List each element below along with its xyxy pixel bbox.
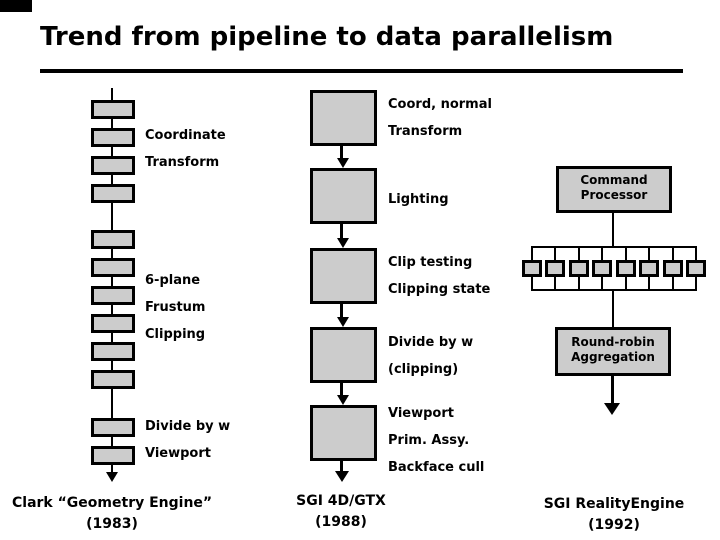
flow-arrowhead-icon	[604, 403, 620, 415]
stage-label: Clip testing	[388, 255, 473, 270]
stage-label: Viewport	[145, 446, 211, 461]
flow-line	[611, 376, 614, 405]
stage-label: Clipping	[145, 327, 206, 342]
stage-label: Backface cull	[388, 460, 485, 475]
fanin-drop	[578, 277, 580, 291]
pipeline-stage-box	[310, 168, 377, 224]
pipeline-stage-box	[310, 90, 377, 146]
pipeline-unit-box	[91, 230, 135, 249]
pipeline-caption: Clark “Geometry Engine” (1983)	[12, 493, 212, 535]
pipeline-unit-box	[91, 370, 135, 389]
flow-arrowhead-icon	[335, 471, 349, 482]
pipeline-unit-box	[91, 184, 135, 203]
fanin-drop	[531, 277, 533, 291]
pipeline-unit-box	[91, 100, 135, 119]
fanout-drop	[695, 246, 697, 261]
corner-mark	[0, 0, 32, 12]
fanin-drop	[601, 277, 603, 291]
fanin-line	[612, 291, 614, 327]
fanin-drop	[695, 277, 697, 291]
parallel-unit-box	[663, 260, 683, 277]
stage-label: Transform	[388, 124, 463, 139]
box-text-line: Round-robin	[571, 335, 655, 349]
flow-arrowhead-icon	[337, 158, 349, 168]
fanout-bus-top	[531, 246, 697, 248]
pipeline-unit-box	[91, 446, 135, 465]
flow-line	[340, 146, 343, 160]
stage-label: Divide by w	[388, 335, 474, 350]
caption-line: (1988)	[315, 514, 367, 530]
stage-label: Frustum	[145, 300, 206, 315]
fanout-drop	[531, 246, 533, 261]
fanout-drop	[554, 246, 556, 261]
parallel-unit-box	[592, 260, 612, 277]
pipeline-unit-box	[91, 156, 135, 175]
fanout-drop	[578, 246, 580, 261]
fanout-line	[612, 213, 614, 248]
box-text-line: Processor	[580, 188, 648, 202]
stage-label: Divide by w	[145, 419, 231, 434]
fanout-drop	[601, 246, 603, 261]
fanin-drop	[625, 277, 627, 291]
pipeline-caption: SGI 4D/GTX (1988)	[241, 491, 441, 533]
caption-line: SGI RealityEngine	[543, 496, 685, 512]
pipeline-unit-box	[91, 418, 135, 437]
command-processor-label: Command Processor	[556, 173, 672, 203]
flow-line	[340, 224, 343, 240]
caption-line: (1992)	[588, 517, 640, 533]
stage-label: Viewport	[388, 406, 454, 421]
stage-label: Clipping state	[388, 282, 491, 297]
parallel-unit-box	[569, 260, 589, 277]
stage-label: Lighting	[388, 192, 449, 207]
parallel-unit-box	[639, 260, 659, 277]
pipeline-unit-box	[91, 258, 135, 277]
command-processor-box	[556, 166, 672, 213]
pipeline-unit-box	[91, 314, 135, 333]
slide-title: Trend from pipeline to data parallelism	[40, 22, 614, 52]
stage-label: Coordinate	[145, 128, 226, 143]
title-underline	[40, 69, 683, 73]
fanout-drop	[672, 246, 674, 261]
pipeline-stage-box	[310, 327, 377, 383]
fanin-drop	[554, 277, 556, 291]
fanout-drop	[625, 246, 627, 261]
aggregator-label: Round-robin Aggregation	[555, 335, 671, 365]
pipeline-unit-box	[91, 342, 135, 361]
caption-line: SGI 4D/GTX	[296, 493, 386, 509]
fanin-drop	[672, 277, 674, 291]
stage-label: (clipping)	[388, 362, 459, 377]
parallel-unit-box	[522, 260, 542, 277]
pipeline-caption: SGI RealityEngine (1992)	[514, 494, 714, 536]
pipeline-unit-box	[91, 286, 135, 305]
caption-line: Clark “Geometry Engine”	[12, 495, 213, 511]
stage-label: Coord, normal	[388, 97, 492, 112]
pipeline-stage-box	[310, 405, 377, 461]
flow-line	[340, 461, 343, 473]
pipeline-unit-box	[91, 128, 135, 147]
flow-line	[340, 304, 343, 319]
parallel-unit-box	[545, 260, 565, 277]
box-text-line: Command	[580, 173, 648, 187]
pipeline-stage-box	[310, 248, 377, 304]
flow-arrowhead-icon	[106, 472, 118, 482]
fanin-bus-bottom	[531, 289, 697, 291]
pipeline-line	[111, 88, 113, 473]
flow-arrowhead-icon	[337, 238, 349, 248]
caption-line: (1983)	[86, 516, 138, 532]
aggregator-box	[555, 327, 671, 376]
parallel-unit-box	[616, 260, 636, 277]
stage-label: 6-plane	[145, 273, 201, 288]
flow-arrowhead-icon	[337, 317, 349, 327]
flow-arrowhead-icon	[337, 395, 349, 405]
parallel-unit-box	[686, 260, 706, 277]
stage-label: Transform	[145, 155, 220, 170]
fanin-drop	[648, 277, 650, 291]
box-text-line: Aggregation	[571, 350, 655, 364]
flow-line	[340, 383, 343, 397]
stage-label: Prim. Assy.	[388, 433, 470, 448]
fanout-drop	[648, 246, 650, 261]
